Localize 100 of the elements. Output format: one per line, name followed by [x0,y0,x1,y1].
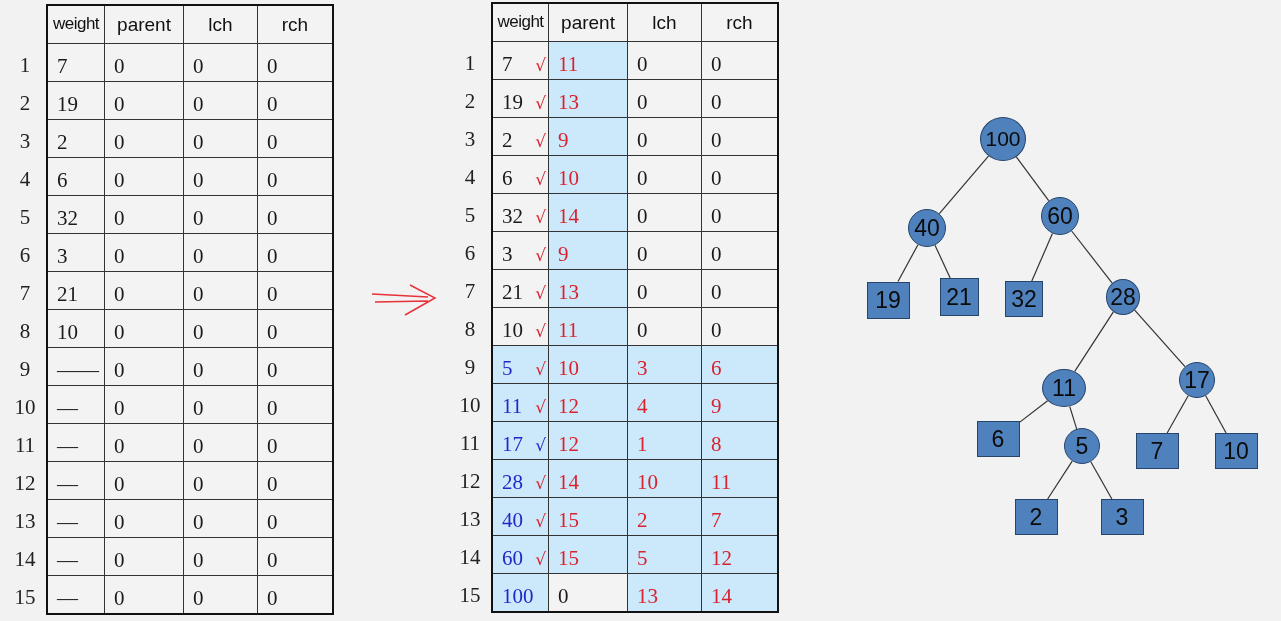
cell-value: 5 [637,546,648,571]
tree-edge [1166,395,1189,434]
check-mark: √ [535,321,546,341]
row-number: 2 [18,91,32,116]
cell-value: 0 [193,396,204,421]
cell-value: 0 [193,434,204,459]
cell-value: 19 [502,90,523,115]
column-header: parent [116,14,172,36]
cell-value: 0 [267,54,278,79]
row-number: 11 [458,431,482,456]
cell-value: 13 [558,90,579,115]
cell-value: 6 [57,168,68,193]
cell-value: 10 [637,470,658,495]
cell-value: 8 [711,432,722,457]
internal-node: 5 [1064,428,1100,464]
row-number: 1 [18,53,32,78]
cell-value: 0 [114,92,125,117]
tree-edge [1015,156,1050,202]
check-mark: √ [535,169,546,189]
cell-value: 7 [711,508,722,533]
cell-value: 28 [502,470,523,495]
cell-value: 0 [193,472,204,497]
cell-value: 13 [558,280,579,305]
tree-edge [1134,309,1186,368]
cell-value: 0 [267,358,278,383]
cell-value: 17 [502,432,523,457]
tree-edge [934,244,951,279]
tree-edge [897,244,919,283]
row-number: 7 [18,281,32,306]
row-number: 13 [13,509,37,534]
cell-value: 7 [502,52,513,77]
cell-value: 0 [637,318,648,343]
cell-value: — [57,396,78,421]
cell-value: 15 [558,508,579,533]
cell-value: 4 [637,394,648,419]
cell-value: 0 [114,54,125,79]
cell-value: 0 [267,396,278,421]
column-header: lch [207,14,234,36]
cell-value: 11 [558,52,579,77]
cell-value: 11 [502,394,523,419]
cell-value: 2 [57,130,68,155]
cell-value: 0 [267,92,278,117]
cell-value: 0 [193,510,204,535]
column-header: weight [496,12,545,32]
cell-value: 32 [57,206,78,231]
cell-value: 0 [711,204,722,229]
cell-value: — [57,434,78,459]
cell-value: 40 [502,508,523,533]
cell-value: 0 [637,90,648,115]
cell-value: 0 [114,168,125,193]
cell-value: 0 [193,54,204,79]
row-number: 10 [458,393,482,418]
row-number: 12 [458,469,482,494]
column-header: lch [651,12,678,34]
cell-value: 0 [193,244,204,269]
cell-value: 9 [558,242,569,267]
check-mark: √ [535,549,546,569]
row-number: 5 [463,203,477,228]
cell-value: 3 [502,242,513,267]
tree-edge [1031,232,1054,282]
row-number: 9 [18,357,32,382]
check-mark: √ [535,245,546,265]
leaf-node: 2 [1014,499,1058,535]
cell-value: 0 [193,548,204,573]
cell-value: 0 [637,242,648,267]
cell-value: 0 [193,92,204,117]
cell-value: 0 [114,510,125,535]
internal-node: 100 [980,117,1026,161]
cell-value: 0 [711,166,722,191]
cell-value: 0 [193,358,204,383]
row-number: 3 [18,129,32,154]
cell-value: 0 [114,548,125,573]
column-header: parent [560,12,616,34]
internal-node: 17 [1179,362,1215,398]
cell-value: 0 [711,128,722,153]
cell-value: 0 [193,206,204,231]
leaf-node: 19 [866,281,910,319]
cell-value: 0 [114,472,125,497]
check-mark: √ [535,435,546,455]
row-number: 1 [463,51,477,76]
leaf-node: 21 [939,278,979,316]
cell-value: 0 [267,168,278,193]
cell-value: 0 [114,586,125,611]
cell-value: — [57,510,78,535]
row-number: 7 [463,279,477,304]
row-number: 8 [463,317,477,342]
cell-value: 12 [711,546,732,571]
check-mark: √ [535,473,546,493]
cell-value: 5 [502,356,513,381]
cell-value: 0 [711,242,722,267]
row-number: 4 [463,165,477,190]
tree-edge [1069,405,1078,430]
cell-value: 0 [114,244,125,269]
cell-value: 0 [267,244,278,269]
cell-value: 21 [57,282,78,307]
leaf-node: 3 [1100,499,1144,535]
check-mark: √ [535,397,546,417]
cell-value: 0 [711,280,722,305]
row-number: 11 [13,433,37,458]
cell-value: 0 [193,320,204,345]
